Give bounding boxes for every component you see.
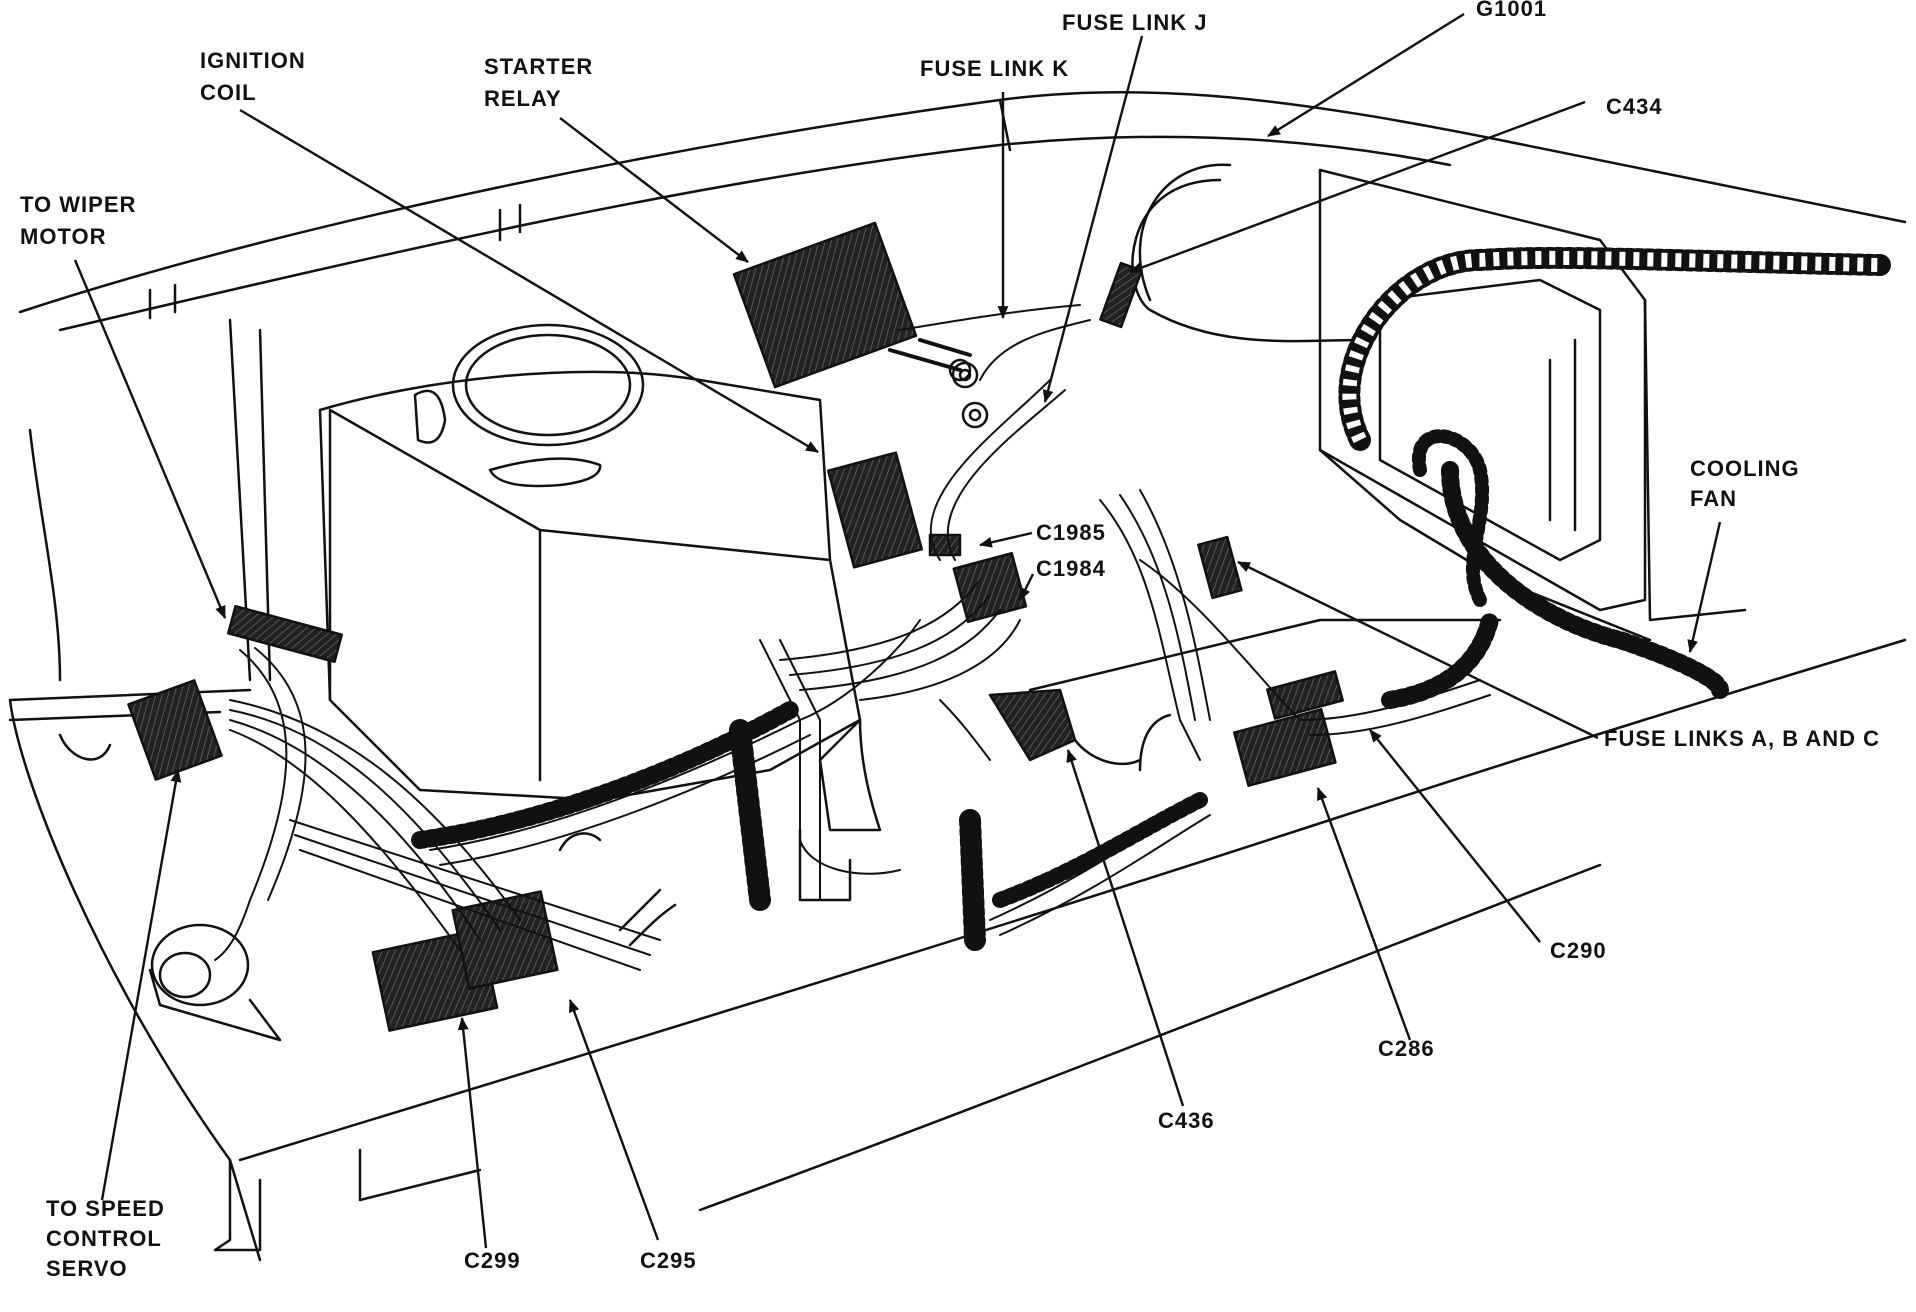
connector-c436-body (988, 688, 1077, 762)
label-speed-servo-line3: SERVO (46, 1256, 128, 1281)
radiator-support (238, 638, 1907, 1162)
label-starter-relay-line2: RELAY (484, 86, 562, 111)
label-c434: C434 (1606, 94, 1663, 119)
leader-c436 (1066, 748, 1185, 1107)
label-c436: C436 (1158, 1108, 1215, 1133)
filler-cap (451, 323, 645, 447)
leader-fuse-link-j (1042, 35, 1144, 404)
leader-cooling-fan (1687, 521, 1722, 654)
label-ignition-coil-line1: IGNITION (200, 48, 306, 73)
label-c1985: C1985 (1036, 520, 1106, 545)
leader-c290 (1369, 729, 1541, 943)
label-fuse-links-abc: FUSE LINKS A, B AND C (1604, 726, 1881, 751)
label-c1984: C1984 (1036, 556, 1106, 581)
label-wiper-motor-line2: MOTOR (20, 224, 107, 249)
battery-box (318, 370, 862, 802)
connector-wiper-body (127, 679, 223, 781)
label-c290: C290 (1550, 938, 1607, 963)
label-ignition-coil-line2: COIL (200, 80, 257, 105)
label-fuse-link-j: FUSE LINK J (1062, 10, 1208, 35)
connector-c1984-body (952, 551, 1028, 624)
leader-c286 (1316, 786, 1412, 1041)
left-fender (8, 698, 262, 1262)
leader-g1001 (1267, 12, 1465, 138)
leader-ignition-coil (239, 108, 819, 454)
servo-housing (150, 923, 250, 1007)
ignition-coil-body (827, 451, 923, 569)
leader-c434 (1128, 100, 1586, 274)
leader-c1984 (1018, 573, 1035, 601)
leader-fuse-links-abc (1237, 560, 1599, 740)
leader-c1985 (978, 531, 1033, 548)
label-speed-servo-line2: CONTROL (46, 1226, 162, 1251)
starter-relay-body (732, 221, 918, 389)
label-wiper-motor-line1: TO WIPER (20, 192, 137, 217)
leader-starter-relay (559, 117, 749, 263)
label-c299: C299 (464, 1248, 521, 1273)
leader-c295 (568, 998, 660, 1241)
leader-c299 (457, 1016, 488, 1249)
connector-c1985-body (928, 533, 962, 557)
connector-fuse-abc-body (1197, 535, 1243, 600)
connector-c286-body (1233, 708, 1337, 787)
cowl-inner-edge (58, 135, 1452, 332)
label-c295: C295 (640, 1248, 697, 1273)
label-cooling-fan-line1: COOLING (1690, 456, 1800, 481)
label-g1001: G1001 (1476, 0, 1548, 21)
connector-c290-body (1266, 670, 1344, 720)
leader-speed-servo (100, 768, 182, 1201)
leader-wiper-motor (73, 259, 227, 619)
cowl-top-edge (18, 90, 1907, 314)
label-speed-servo-line1: TO SPEED (46, 1196, 165, 1221)
label-cooling-fan-line2: FAN (1690, 486, 1737, 511)
label-fuse-link-k: FUSE LINK K (920, 56, 1070, 81)
label-starter-relay-line1: STARTER (484, 54, 594, 79)
label-c286: C286 (1378, 1036, 1435, 1061)
